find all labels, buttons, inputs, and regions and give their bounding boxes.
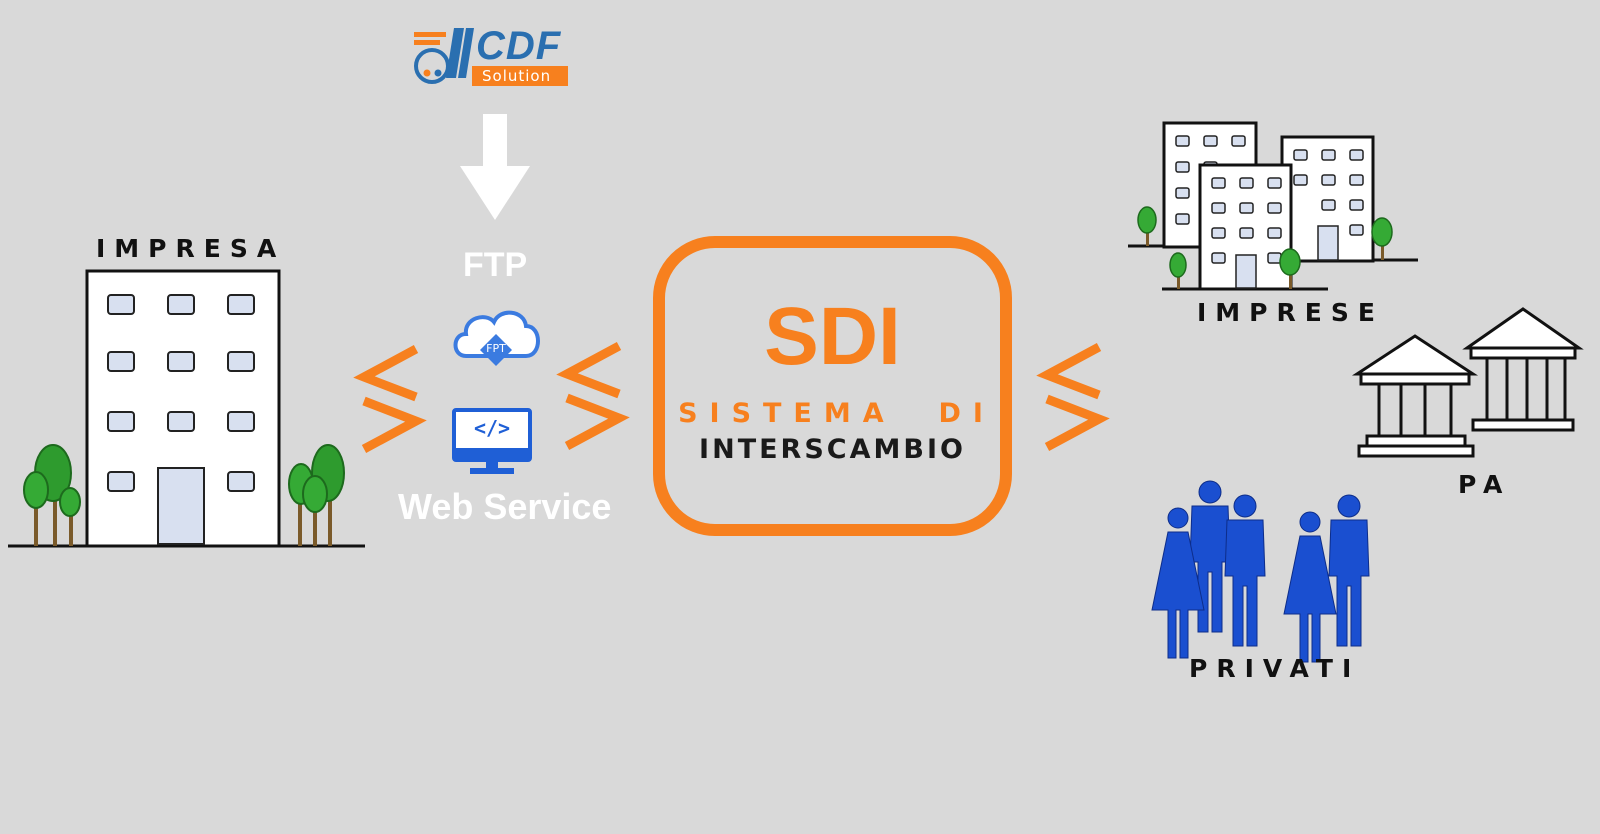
ftp-cloud-icon: FPT [450, 304, 542, 374]
down-arrow-icon [460, 114, 530, 220]
sdi-title: SDI [764, 291, 901, 382]
sdi-subtitle-line2: INTERSCAMBIO [699, 434, 966, 465]
impresa-building-icon [8, 269, 365, 548]
logo-mark-icon [414, 28, 568, 86]
privati-label: PRIVATI [1189, 654, 1361, 683]
web-service-icon: </> [452, 408, 532, 476]
logo-brand-text: CDF [476, 24, 562, 68]
code-icon-text: </> [473, 416, 511, 440]
logo-tagline: Solution [482, 67, 552, 85]
pa-government-icon [1351, 307, 1584, 458]
exchange-arrow-icon [1036, 343, 1110, 451]
exchange-arrow-icon [353, 345, 427, 453]
impresa-label: IMPRESA [96, 234, 286, 263]
ftp-label: FTP [463, 246, 528, 284]
imprese-buildings-icon [1128, 121, 1418, 291]
privati-people-icon [1151, 480, 1370, 663]
sdi-subtitle-line1: SISTEMA DI [678, 398, 995, 429]
cdf-logo: CDF Solution [412, 24, 572, 92]
imprese-label: IMPRESE [1197, 298, 1384, 327]
exchange-arrow-icon [556, 342, 630, 450]
ftp-icon-text: FPT [486, 342, 506, 355]
sdi-box: SDI SISTEMA DI INTERSCAMBIO [653, 236, 1012, 536]
pa-label: PA [1458, 470, 1512, 499]
web-service-label: Web Service [398, 486, 612, 527]
